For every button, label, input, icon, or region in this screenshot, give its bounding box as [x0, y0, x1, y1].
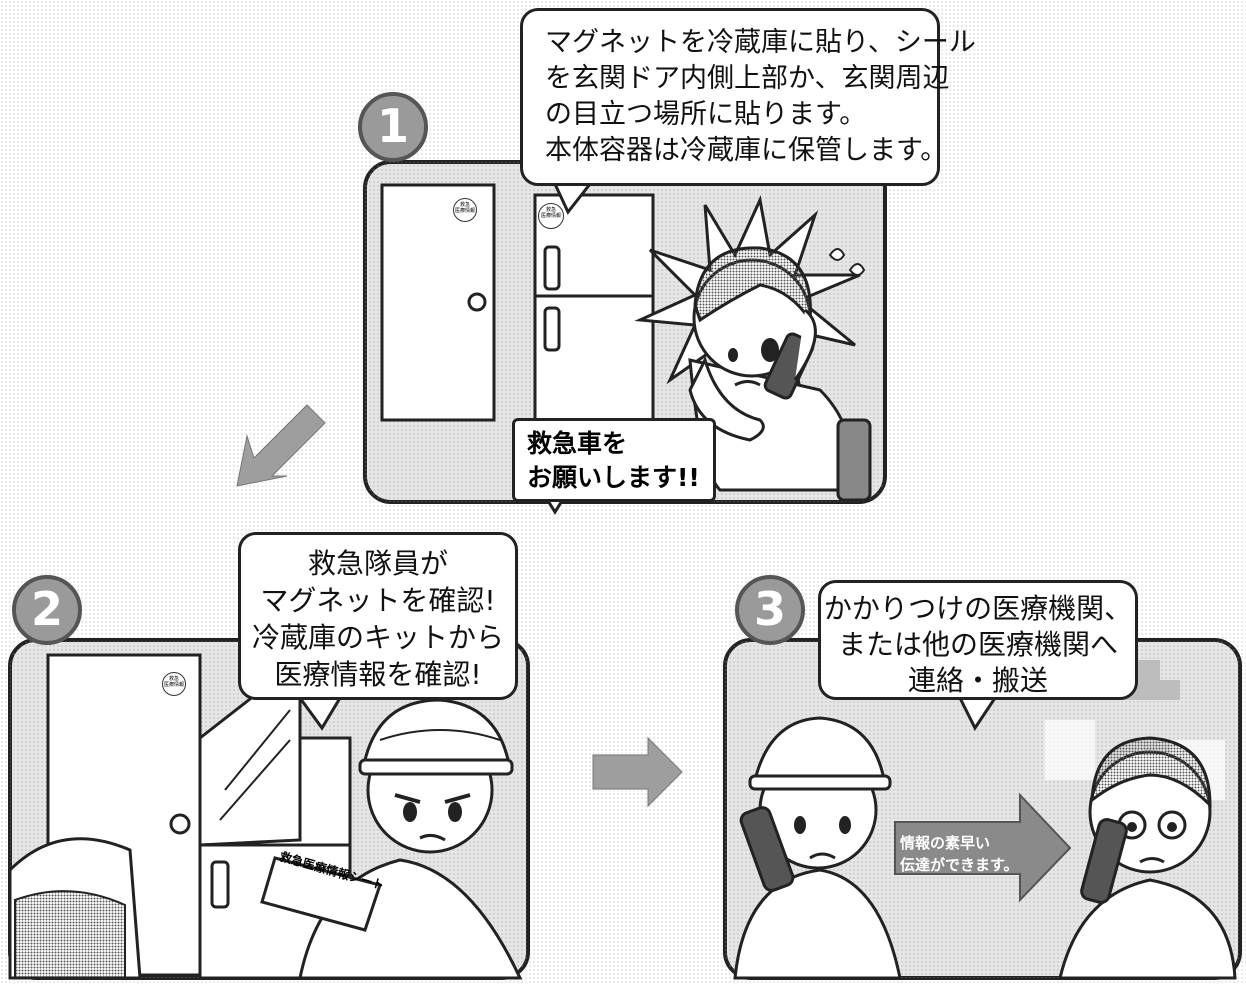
- panel-2: [8, 638, 530, 980]
- arrow-label-line: 情報の素早い: [900, 834, 991, 852]
- caller-person: [688, 246, 872, 502]
- bubble-line: の目立つ場所に貼ります。: [545, 99, 867, 130]
- bubble-line: 冷蔵庫のキットから: [251, 621, 504, 654]
- arrow-step1-to-step2: [236, 404, 326, 487]
- bubble-line: 救急隊員が: [307, 547, 448, 580]
- bubble-line: 医療情報を確認!: [274, 658, 482, 691]
- caption-line: お願いします!!: [527, 463, 700, 492]
- bubble-line: マグネットを確認!: [260, 584, 496, 617]
- bubble-line: または他の医療機関へ: [837, 628, 1118, 661]
- sticker-line: 救急: [545, 207, 556, 213]
- panel-1: [363, 160, 887, 515]
- kit-sticker-door: 救急 医療情報: [453, 198, 477, 222]
- bubble-line: かかりつけの医療機関、: [823, 592, 1133, 625]
- medical-info-sheet: [260, 856, 382, 932]
- bubble-line: 連絡・搬送: [907, 664, 1048, 697]
- rescuer-on-phone: [733, 716, 902, 980]
- kit-magnet-fridge: 救急 医療情報: [538, 203, 564, 229]
- caption-line: 救急車を: [527, 429, 628, 458]
- speech-bubble-step-1: マグネットを冷蔵庫に貼り、シール を玄関ドア内側上部か、玄関周辺 の目立つ場所に…: [520, 8, 976, 186]
- arrow-label-line: 伝達ができます。: [900, 856, 1019, 874]
- sticker-line: 医療情報: [454, 208, 475, 214]
- step-number-1: 1: [358, 92, 428, 162]
- arrow-step2-to-step3: [592, 736, 683, 808]
- sticker-line: 救急: [168, 676, 179, 682]
- door-knob: [467, 292, 487, 312]
- step-number-2: 2: [12, 575, 82, 645]
- step-number-3: 3: [735, 575, 805, 645]
- panel-3: [723, 638, 1242, 980]
- sticker-line: 救急: [459, 202, 470, 208]
- info-transfer-arrow: [894, 792, 1072, 903]
- bubble-line: を玄関ドア内側上部か、玄関周辺: [545, 63, 950, 94]
- bubble-line: マグネットを冷蔵庫に貼り、シール: [545, 27, 976, 58]
- kit-sticker-door-panel-2: 救急 医療情報: [162, 672, 186, 696]
- sticker-line: 医療情報: [540, 213, 561, 219]
- info-arrow-label: 情報の素早い 伝達ができます。: [900, 832, 1019, 876]
- speech-bubble-step-2: 救急隊員が マグネットを確認! 冷蔵庫のキットから 医療情報を確認!: [238, 532, 518, 700]
- speech-bubble-step-3: かかりつけの医療機関、 または他の医療機関へ 連絡・搬送: [818, 580, 1138, 700]
- doctor-on-phone: [1058, 736, 1237, 980]
- call-caption: 救急車を お願いします!!: [512, 418, 716, 502]
- bubble-line: 本体容器は冷蔵庫に保管します。: [545, 135, 948, 166]
- sticker-line: 医療情報: [163, 682, 184, 688]
